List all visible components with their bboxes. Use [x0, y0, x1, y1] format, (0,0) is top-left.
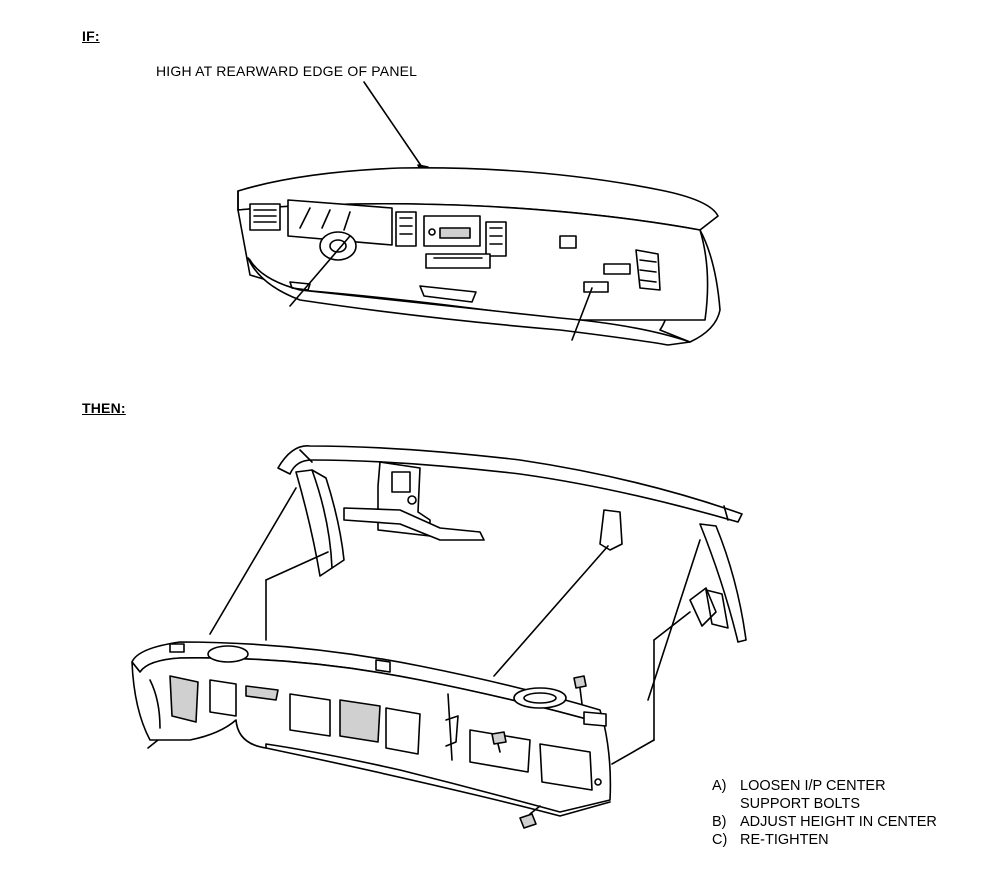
- step-c: C) RE-TIGHTEN: [712, 831, 937, 849]
- then-heading: THEN:: [82, 400, 126, 416]
- exploded-panel-assembly: [131, 445, 747, 829]
- support-bolt-mid: [491, 731, 507, 753]
- callout-leader-line: [363, 81, 425, 171]
- guide-line: [209, 487, 297, 635]
- instruction-steps: A) LOOSEN I/P CENTER SUPPORT BOLTS B) AD…: [712, 777, 937, 849]
- step-key: A): [712, 778, 727, 794]
- guide-line: [611, 739, 655, 765]
- step-b: B) ADJUST HEIGHT IN CENTER: [712, 813, 937, 831]
- guide-line: [493, 545, 609, 677]
- step-text: LOOSEN I/P CENTER: [740, 778, 886, 794]
- support-bolt-lower: [519, 805, 541, 829]
- step-text: RE-TIGHTEN: [740, 832, 829, 848]
- callout-label: HIGH AT REARWARD EDGE OF PANEL: [156, 63, 418, 79]
- guide-line: [653, 611, 691, 641]
- step-a: A) LOOSEN I/P CENTER: [712, 777, 937, 795]
- assembled-instrument-panel: [237, 81, 721, 346]
- step-key: C): [712, 832, 728, 848]
- step-text: SUPPORT BOLTS: [740, 796, 861, 812]
- support-bolt-upper: [573, 675, 587, 705]
- guide-line: [147, 739, 159, 749]
- step-key: B): [712, 814, 727, 830]
- guide-line: [647, 539, 701, 701]
- if-heading: IF:: [82, 28, 100, 44]
- right-leader-line: [571, 287, 593, 341]
- left-leader-line: [289, 235, 351, 307]
- step-text: ADJUST HEIGHT IN CENTER: [740, 814, 937, 830]
- step-a-continued: SUPPORT BOLTS: [712, 795, 937, 813]
- guide-line: [265, 551, 329, 581]
